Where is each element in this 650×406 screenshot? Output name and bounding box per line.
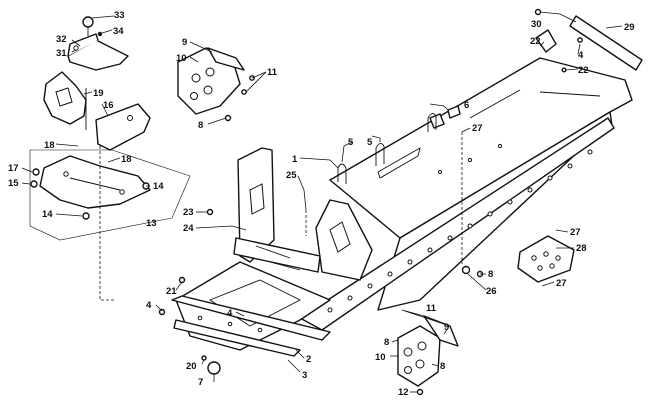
u-bolt-5-b	[375, 143, 385, 166]
callout-16: 16	[103, 100, 114, 111]
callout-10-bottom: 10	[375, 352, 386, 363]
nut-20	[201, 355, 207, 361]
washer-26	[461, 265, 471, 275]
rear-bumper	[534, 8, 643, 73]
callout-26: 26	[486, 286, 497, 297]
front-bulkhead	[171, 147, 373, 357]
leader-lines	[21, 11, 623, 393]
callout-11-bottom: 11	[426, 303, 437, 314]
callout-11-top: 11	[267, 67, 278, 78]
callout-5-mid: 5	[348, 137, 354, 148]
callout-25: 25	[286, 170, 297, 181]
callout-23: 23	[183, 207, 194, 218]
callout-15: 15	[8, 178, 19, 189]
callout-34: 34	[113, 26, 124, 37]
callout-18-left: 18	[44, 140, 55, 151]
callout-9-top: 9	[182, 37, 187, 48]
callout-7: 7	[198, 377, 203, 388]
clip-6b	[447, 105, 461, 119]
callout-21: 21	[166, 286, 177, 297]
callout-18-right: 18	[121, 154, 132, 165]
callout-22-top: 22	[530, 36, 541, 47]
callout-27-top: 27	[472, 123, 483, 134]
callout-27-right: 27	[570, 227, 581, 238]
callout-5-right: 5	[367, 137, 373, 148]
callout-3: 3	[302, 370, 307, 381]
callout-12: 12	[398, 387, 409, 398]
step-plate	[517, 235, 575, 283]
callout-8-mid: 8	[488, 269, 493, 280]
clip-6	[429, 113, 445, 129]
u-bolt-5-a	[337, 163, 347, 184]
callout-30: 30	[531, 19, 542, 30]
callout-28: 28	[576, 243, 587, 254]
callout-6: 6	[464, 100, 469, 111]
callout-32: 32	[56, 34, 67, 45]
callout-27-lower: 27	[556, 278, 567, 289]
callout-14-left: 14	[42, 209, 53, 220]
left-bracket-assembly	[43, 71, 151, 151]
callout-24: 24	[183, 223, 194, 234]
callout-14-right: 14	[153, 181, 164, 192]
callout-22-right: 22	[578, 65, 589, 76]
callout-8-bottom-left: 8	[384, 337, 389, 348]
u-bolt-near-6	[427, 113, 437, 132]
callout-8-bottom-right: 8	[440, 361, 445, 372]
callout-19: 19	[93, 88, 104, 99]
callout-9-bottom: 9	[444, 322, 449, 333]
nut-4-left	[158, 308, 166, 316]
callout-2: 2	[306, 354, 311, 365]
callout-4-top: 4	[578, 50, 584, 61]
nut-21	[178, 276, 186, 284]
callout-1: 1	[292, 154, 298, 165]
callout-20: 20	[186, 361, 197, 372]
callout-4-center: 4	[227, 308, 233, 319]
callout-31: 31	[56, 48, 67, 59]
callout-13: 13	[146, 218, 157, 229]
upper-footrest	[177, 47, 255, 122]
tunnel-chassis	[299, 57, 633, 331]
left-mount-assembly	[29, 149, 191, 241]
callout-8-top: 8	[198, 120, 203, 131]
callout-29: 29	[624, 22, 635, 33]
callout-labels: 33 34 32 31 9 10 11 8 30 29 22 4 22 19 1…	[8, 10, 635, 398]
callout-10-top: 10	[176, 53, 187, 64]
callout-4-left: 4	[146, 300, 152, 311]
callout-17: 17	[8, 163, 19, 174]
nut-23	[206, 208, 214, 216]
lower-footrest	[397, 315, 459, 396]
plug-7	[207, 361, 221, 375]
callout-33: 33	[114, 10, 125, 21]
